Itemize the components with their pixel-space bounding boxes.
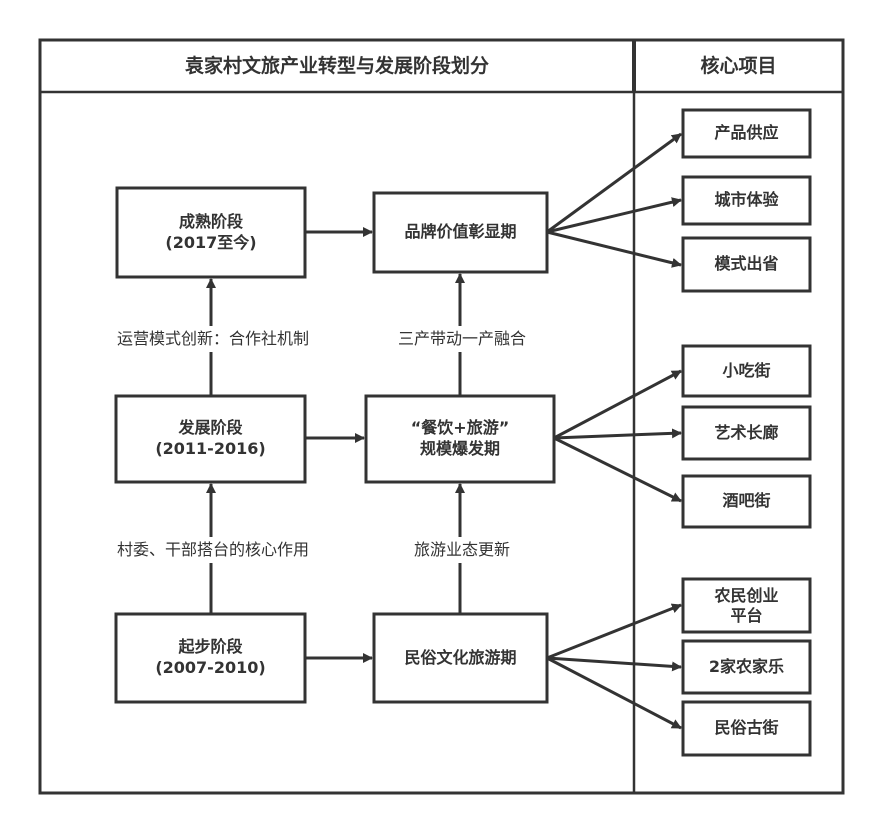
stage-title: 成熟阶段 — [178, 211, 243, 231]
stage-title: 起步阶段 — [178, 637, 243, 657]
project-farmer-platform: 农民创业 平台 — [714, 586, 779, 625]
arrow-to-project — [553, 428, 682, 440]
phase-box-folk — [372, 612, 549, 704]
arrow-to-project — [553, 369, 682, 440]
project-snack-street: 小吃街 — [722, 360, 771, 380]
phase-box-brand — [372, 191, 549, 274]
project-box — [681, 108, 812, 159]
header-title-left: 袁家村文旅产业转型与发展阶段划分 — [184, 55, 489, 78]
project-farmhouses: 2家农家乐 — [708, 656, 785, 676]
project-model-export: 模式出省 — [714, 254, 779, 274]
arrow-to-project — [546, 230, 682, 268]
stage-title: 发展阶段 — [178, 418, 243, 438]
transition-label-develop-to-mature: 运营模式创新：合作社机制 — [61, 326, 365, 352]
phase-box-boom — [364, 394, 556, 484]
stage-start: 起步阶段 (2007-2010) — [116, 614, 305, 702]
project-box — [681, 474, 812, 529]
stage-develop: 发展阶段 (2011-2016) — [116, 396, 305, 482]
project-box — [681, 344, 812, 398]
project-city-experience: 城市体验 — [714, 190, 779, 210]
project-folk-street: 民俗古街 — [714, 718, 779, 738]
phase-folk: 民俗文化旅游期 — [404, 647, 517, 667]
project-box — [681, 639, 812, 695]
arrow-to-project — [546, 603, 682, 660]
arrow-to-project — [553, 436, 682, 503]
transition-label-start-to-develop: 村委、干部搭台的核心作用 — [61, 537, 365, 563]
stage-mature: 成熟阶段 (2017至今) — [117, 188, 305, 277]
project-box — [681, 175, 812, 226]
phase-brand: 品牌价值彰显期 — [404, 222, 517, 242]
arrow-to-project — [546, 656, 682, 730]
project-box — [681, 405, 812, 461]
header-title-right: 核心项目 — [700, 55, 777, 78]
arrow-to-project — [546, 132, 682, 234]
stage-period: (2017至今) — [165, 232, 257, 252]
project-box — [681, 700, 812, 757]
stage-box-mature — [115, 186, 307, 279]
project-bar-street: 酒吧街 — [722, 491, 771, 511]
stage-period: (2011-2016) — [155, 439, 266, 458]
phase-boom: “餐饮+旅游” 规模爆发期 — [410, 418, 510, 458]
transition-label-folk-to-boom: 旅游业态更新 — [370, 537, 554, 563]
arrow-to-project — [546, 656, 682, 672]
arrow-to-project — [546, 197, 682, 234]
project-box — [681, 236, 812, 293]
project-art-gallery: 艺术长廊 — [714, 422, 779, 442]
project-product-supply: 产品供应 — [714, 123, 779, 143]
transition-label-boom-to-brand: 三产带动一产融合 — [370, 326, 554, 352]
stage-period: (2007-2010) — [155, 658, 266, 677]
outer-frame — [38, 38, 845, 795]
project-box — [681, 577, 812, 634]
